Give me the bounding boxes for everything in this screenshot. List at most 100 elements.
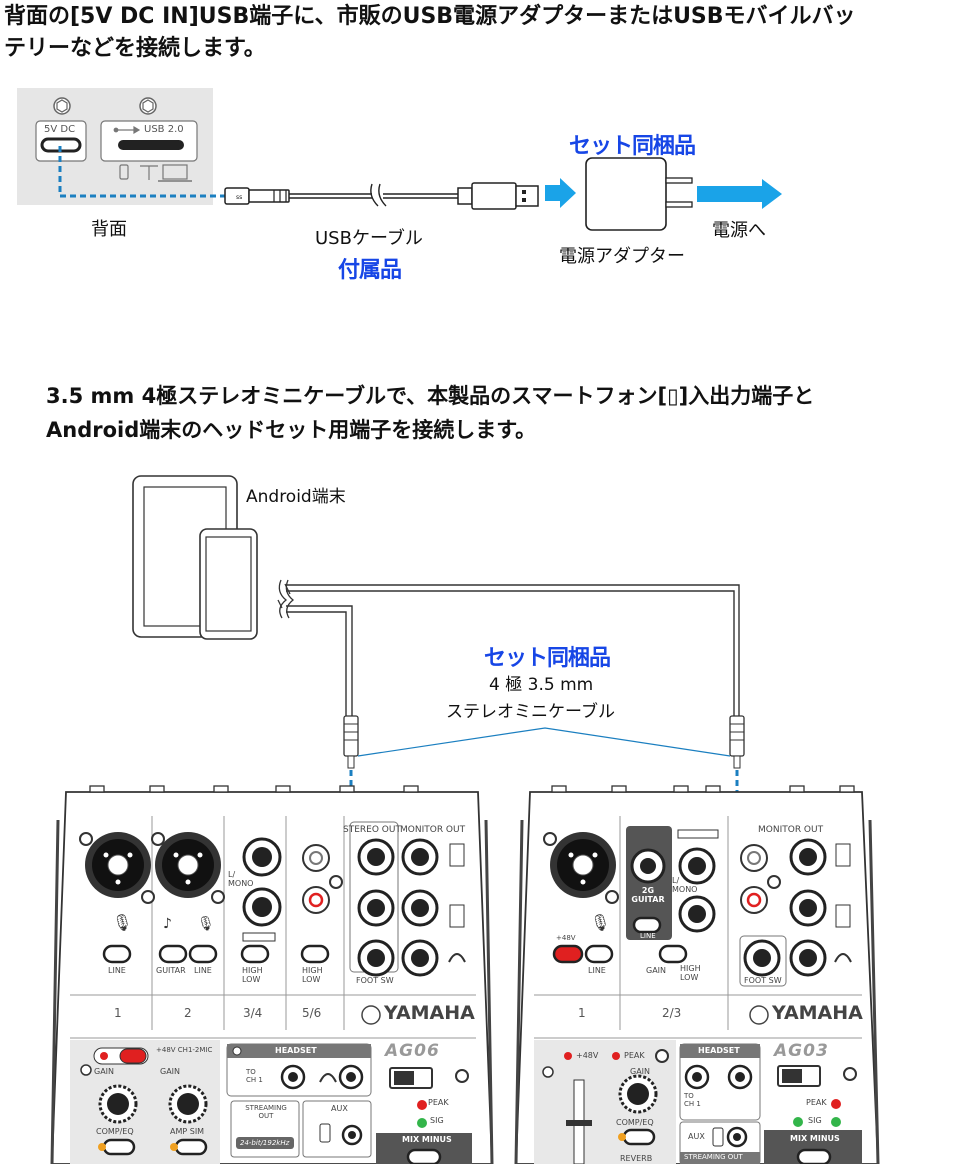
amp-sim-switch (174, 1138, 208, 1156)
line-switch (632, 916, 662, 934)
quarter-inch-jack-icon (789, 939, 827, 977)
rca-jack-icon (740, 886, 768, 914)
screw-icon (139, 97, 157, 115)
ag03-gain-label: GAIN (630, 1067, 651, 1076)
power-label: 電源へ (712, 220, 766, 241)
speaker-icon (449, 843, 465, 867)
ag03-to-ch1: TO CH 1 (684, 1092, 701, 1108)
ag06-foot-sw: FOOT SW (356, 976, 394, 985)
quarter-inch-jack-icon (280, 1064, 306, 1090)
ag06-high-low-label-2: HIGH LOW (302, 966, 323, 984)
power-switch (777, 1065, 821, 1087)
phone-icon (119, 164, 129, 180)
quarter-inch-jack-icon (357, 939, 395, 977)
ag03-line-label: LINE (588, 966, 606, 975)
headphone-icon (834, 953, 852, 963)
quarter-inch-jack-icon (789, 889, 827, 927)
comp-eq-switch (622, 1128, 656, 1146)
screw-icon (53, 97, 71, 115)
ag03-peak-lower: PEAK (624, 1051, 645, 1060)
cable-spec-line1: 4 極 3.5 mm (489, 675, 594, 695)
high-low-switch (240, 944, 270, 964)
ag06-ch2: 2 (184, 1006, 192, 1020)
xlr-combo-jack-icon (85, 832, 151, 898)
ag03-phantom-label: +48V (556, 934, 576, 942)
ag03-gain-hl-label: GAIN (646, 966, 667, 975)
fader-handle (566, 1120, 592, 1126)
ag06-comp-eq: COMP/EQ (96, 1127, 134, 1136)
ag03-monitor-out: MONITOR OUT (758, 825, 824, 835)
ag06-to-ch1: TO CH 1 (246, 1068, 263, 1084)
power-adapter-icon (585, 157, 667, 231)
cable-spec-line2: ステレオミニケーブル (446, 702, 615, 722)
quarter-inch-jack-icon (789, 838, 827, 876)
ag03-brand: YAMAHA (772, 1002, 863, 1024)
quarter-inch-jack-icon (242, 887, 282, 927)
mini-plug-icon (729, 715, 745, 757)
comp-eq-switch (102, 1138, 136, 1156)
headset-jack-icon (727, 1064, 753, 1090)
quarter-inch-jack-icon (743, 939, 781, 977)
ag03-peak: PEAK (806, 1098, 827, 1107)
quarter-inch-jack-icon (357, 889, 395, 927)
ag06-guitar-label: GUITAR (156, 966, 186, 975)
ag06-headset: HEADSET (275, 1046, 317, 1055)
line-switch (584, 944, 614, 964)
quarter-inch-jack-icon (678, 895, 716, 933)
xlr-combo-jack-icon (155, 832, 221, 898)
arrow-right-icon (697, 179, 782, 209)
usb-cable-included: 付属品 (338, 258, 402, 283)
rca-jack-icon (740, 844, 768, 872)
yamaha-logo-icon (361, 1005, 381, 1025)
speaker-icon (835, 843, 851, 867)
guitar-switch (158, 944, 188, 964)
quarter-inch-jack-icon (630, 848, 666, 884)
usb-power-diagram: ss (17, 88, 782, 231)
arrow-right-icon (545, 178, 576, 208)
high-low-switch (658, 944, 688, 964)
usb-symbol-icon (113, 125, 141, 135)
high-low-switch (300, 944, 330, 964)
aux-jack-icon (726, 1126, 748, 1148)
ag06-amp-sim: AMP SIM (170, 1127, 205, 1136)
xlr-combo-jack-icon (550, 832, 616, 898)
android-label: Android端末 (246, 487, 346, 507)
headphone-icon (448, 953, 466, 963)
ag06-model: AG06 (385, 1041, 440, 1061)
port-5vdc-label: 5V DC (44, 124, 76, 135)
ag03-guitar-label: 2G GUITAR (631, 886, 665, 904)
svg-text:🎙: 🎙 (112, 913, 132, 932)
adapter-included: セット同梱品 (569, 134, 696, 159)
quarter-inch-jack-icon (357, 838, 395, 876)
ag03-sig: SIG (808, 1116, 822, 1125)
ag06-streaming-out: STREAMING OUT (245, 1104, 287, 1120)
ag03-streaming-out: STREAMING OUT (684, 1153, 743, 1161)
ag06-sig: SIG (430, 1116, 444, 1125)
ag03-comp-eq: COMP/EQ (616, 1118, 654, 1127)
gain-knob (168, 1084, 208, 1124)
ag06-mono-label: L/ MONO (228, 870, 254, 888)
section2-heading-line2: Android端末のヘッドセット用端子を接続します。 (46, 418, 537, 442)
ag06-ch34: 3/4 (243, 1006, 263, 1020)
ag06-bitrate: 24-bit/192kHz (240, 1139, 290, 1147)
ag06-gain-label-2: GAIN (160, 1067, 181, 1076)
back-label: 背面 (91, 219, 127, 240)
ag06-line-label: LINE (108, 966, 126, 975)
yamaha-logo-icon (749, 1005, 769, 1025)
cable-included-label: セット同梱品 (484, 646, 611, 671)
ag06-ch1: 1 (114, 1006, 122, 1020)
ag06-brand: YAMAHA (384, 1002, 475, 1024)
ag06-ch56: 5/6 (302, 1006, 322, 1020)
ag06-line-label-2: LINE (194, 966, 212, 975)
ag03-reverb: REVERB (620, 1154, 653, 1163)
ag06-gain-label: GAIN (94, 1067, 115, 1076)
ag06-stereo-out: STEREO OUT (343, 825, 401, 835)
usb-a-plug (471, 182, 517, 210)
ag06-monitor-out: MONITOR OUT (400, 825, 466, 835)
line-switch (188, 944, 218, 964)
power-switch (389, 1067, 433, 1089)
quarter-inch-jack-icon (684, 1064, 710, 1090)
adapter-label: 電源アダプター (559, 246, 685, 267)
phone-icon (319, 1123, 331, 1143)
speaker-icon (449, 904, 465, 928)
